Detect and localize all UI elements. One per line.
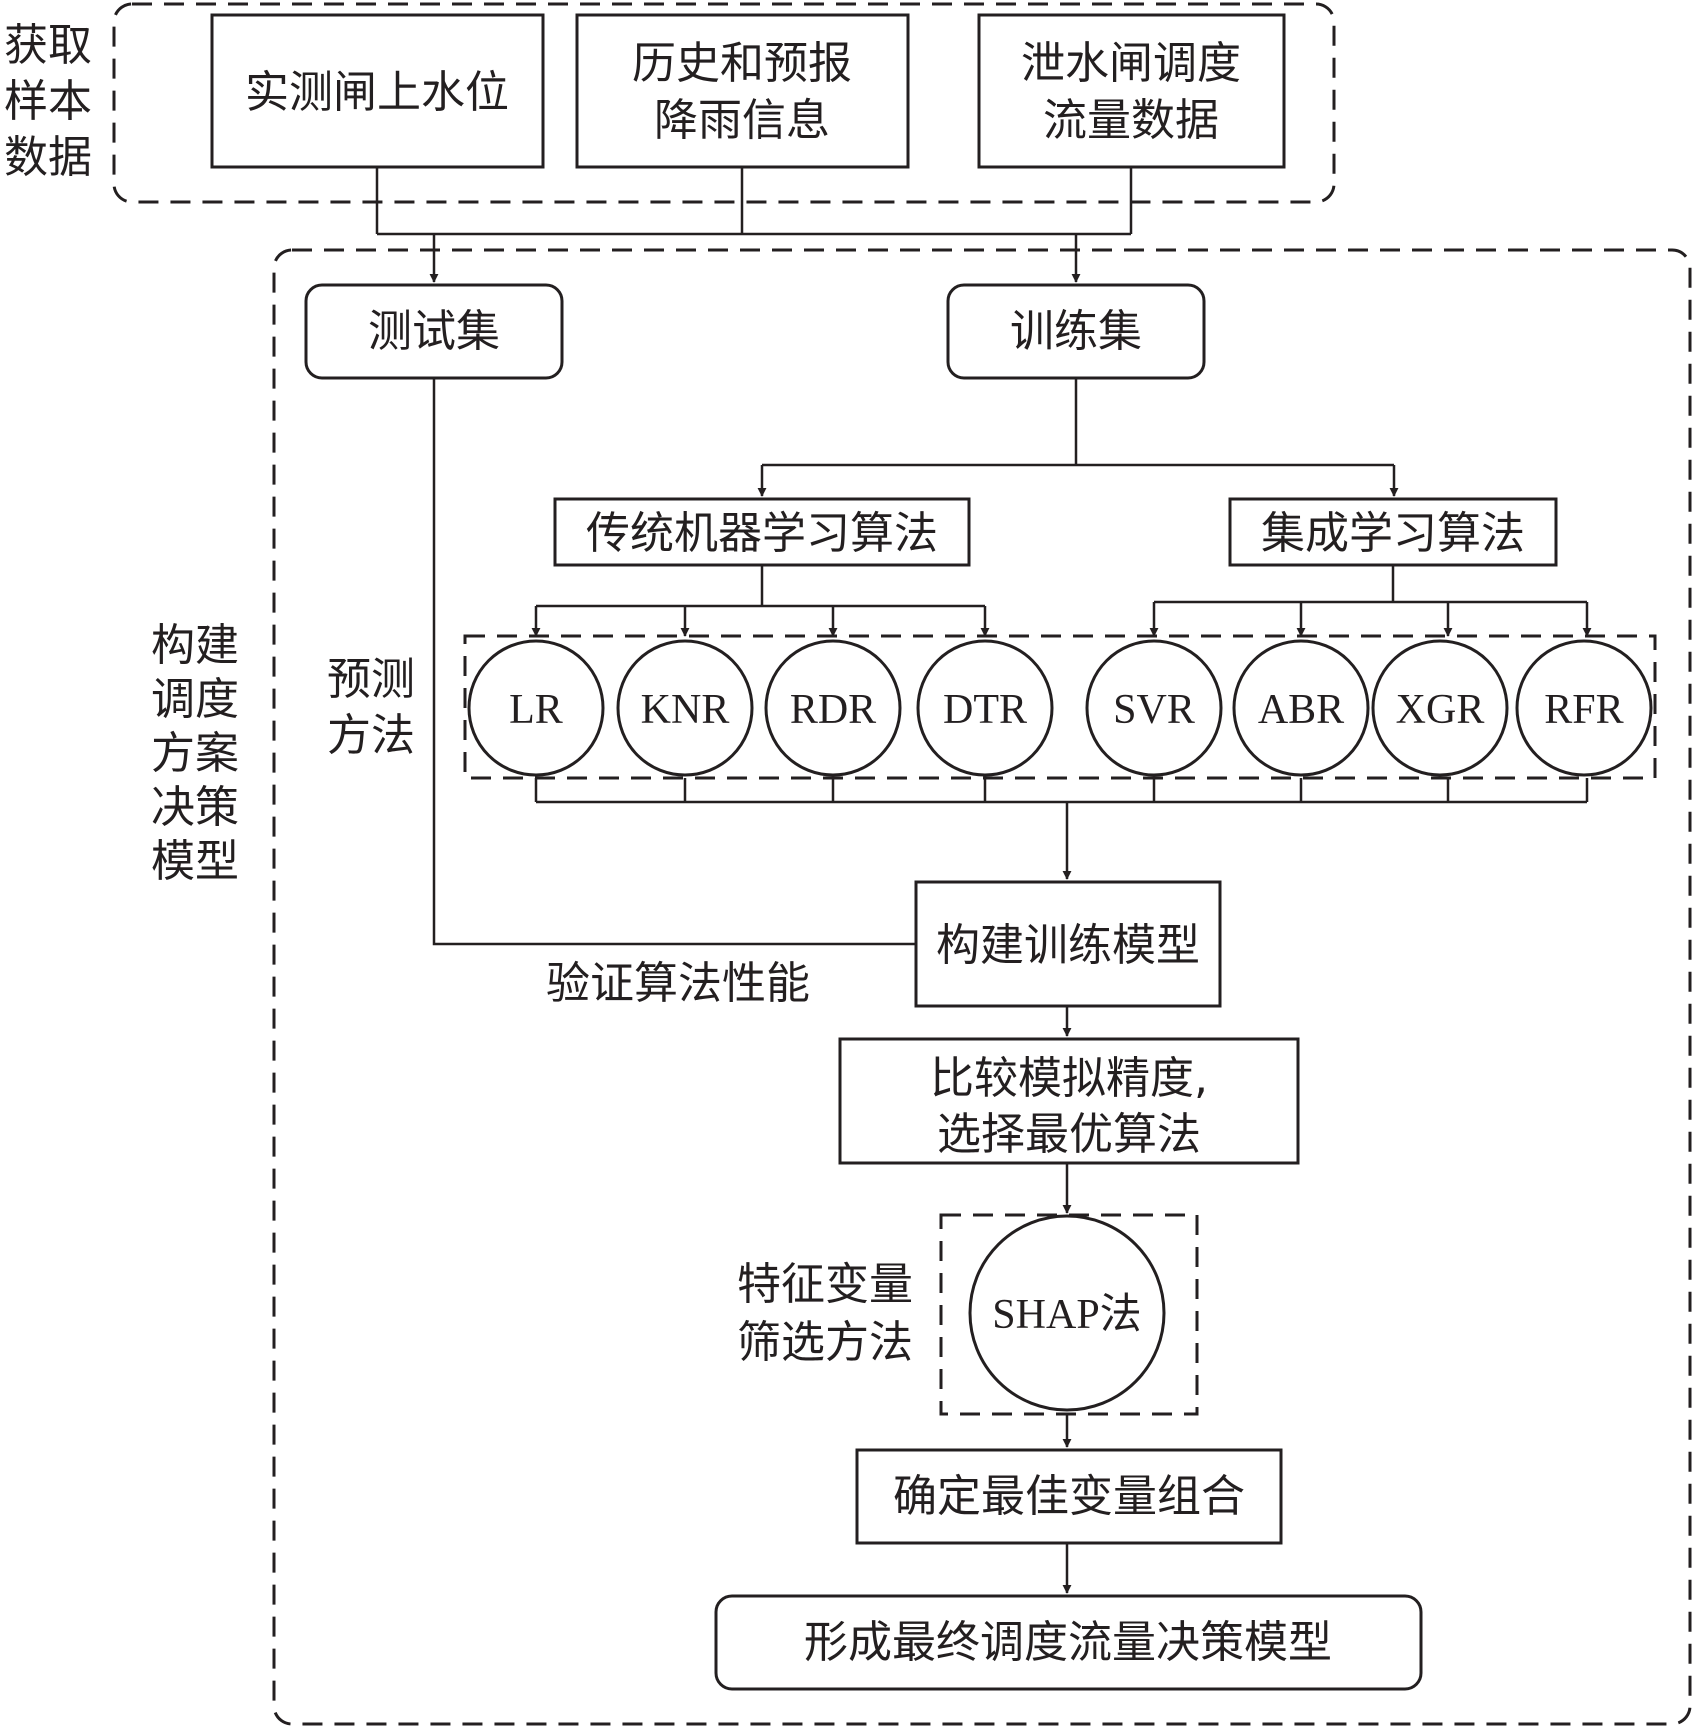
input-rainfall-text-line2: 降雨信息: [654, 95, 830, 146]
build-model-box: [914, 880, 1222, 1008]
prediction-methods-group: [463, 634, 1657, 780]
algorithm-node-rfr: [1515, 639, 1653, 777]
traditional-ml-text: 传统机器学习算法: [586, 508, 938, 559]
final-model-box: [714, 1594, 1423, 1691]
input-discharge-box: [977, 13, 1286, 169]
train-set-text: 训练集: [1010, 306, 1142, 357]
algorithm-label-dtr: DTR: [943, 687, 1027, 733]
test-set-text: 测试集: [368, 306, 500, 357]
algorithm-node-abr: [1232, 639, 1370, 777]
algorithm-merge-connector: [534, 778, 1589, 804]
algorithm-label-abr: ABR: [1258, 687, 1344, 733]
build-model-text: 构建训练模型: [936, 920, 1200, 971]
model-build-label-line3: 方案: [151, 728, 239, 779]
model-build-label-line1: 构建: [151, 620, 239, 671]
input-discharge-text-line2: 流量数据: [1043, 95, 1219, 146]
algorithm-node-svr: [1085, 639, 1223, 777]
algorithm-node-lr: [467, 639, 605, 777]
final-model-text: 形成最终调度流量决策模型: [804, 1617, 1332, 1668]
algorithm-node-rdr: [764, 639, 902, 777]
compare-accuracy-text-line2: 选择最优算法: [937, 1109, 1201, 1160]
input-discharge-text-line1: 泄水闸调度: [1021, 38, 1241, 89]
algorithm-label-rfr: RFR: [1544, 687, 1623, 733]
validate-performance-text: 验证算法性能: [546, 958, 810, 1009]
traditional-ml-box: [553, 497, 971, 567]
algorithm-label-knr: KNR: [641, 687, 730, 733]
algorithm-node-xgr: [1371, 639, 1509, 777]
sample-data-label-line1: 获取: [4, 20, 92, 71]
feature-label-line1: 特征变量: [737, 1259, 913, 1310]
model-build-label-line2: 调度: [151, 674, 239, 725]
sample-data-label-line2: 样本: [4, 76, 92, 127]
input-water-level-text: 实测闸上水位: [245, 67, 509, 118]
algorithm-label-xgr: XGR: [1396, 687, 1485, 733]
best-combo-box: [855, 1448, 1283, 1545]
traditional-split-connector: [536, 565, 985, 608]
best-combo-text: 确定最佳变量组合: [893, 1471, 1245, 1522]
prediction-label-line2: 方法: [327, 710, 415, 761]
ensemble-learning-box: [1228, 497, 1558, 567]
algorithm-node-knr: [616, 639, 754, 777]
model-build-label-line4: 决策: [151, 782, 239, 833]
algorithm-label-svr: SVR: [1113, 687, 1195, 733]
shap-text: SHAP法: [992, 1292, 1141, 1338]
sample-data-group: [112, 2, 1336, 204]
algorithm-node-dtr: [916, 639, 1054, 777]
feature-label-line2: 筛选方法: [737, 1317, 913, 1368]
algorithm-label-rdr: RDR: [790, 687, 876, 733]
prediction-label-line1: 预测: [327, 654, 415, 705]
sample-data-label-line3: 数据: [4, 132, 92, 183]
ensemble-learning-text: 集成学习算法: [1261, 508, 1525, 559]
compare-accuracy-box: [838, 1037, 1300, 1165]
model-build-group: [272, 248, 1692, 1726]
compare-accuracy-text-line1: 比较模拟精度,: [930, 1053, 1208, 1104]
shap-node: [968, 1214, 1166, 1412]
model-build-label-line5: 模型: [151, 836, 239, 887]
train-split-connector: [762, 378, 1394, 467]
test-set-validation-path: [432, 378, 934, 949]
ensemble-split-connector: [1154, 565, 1587, 604]
input-rainfall-box: [575, 13, 910, 169]
algorithm-nodes: LR KNR RDR DTR SVR ABR XGR RFR: [467, 639, 1653, 777]
input-merge-connector: [375, 167, 1133, 236]
input-rainfall-text-line1: 历史和预报: [632, 38, 852, 89]
algorithm-label-lr: LR: [509, 687, 563, 733]
